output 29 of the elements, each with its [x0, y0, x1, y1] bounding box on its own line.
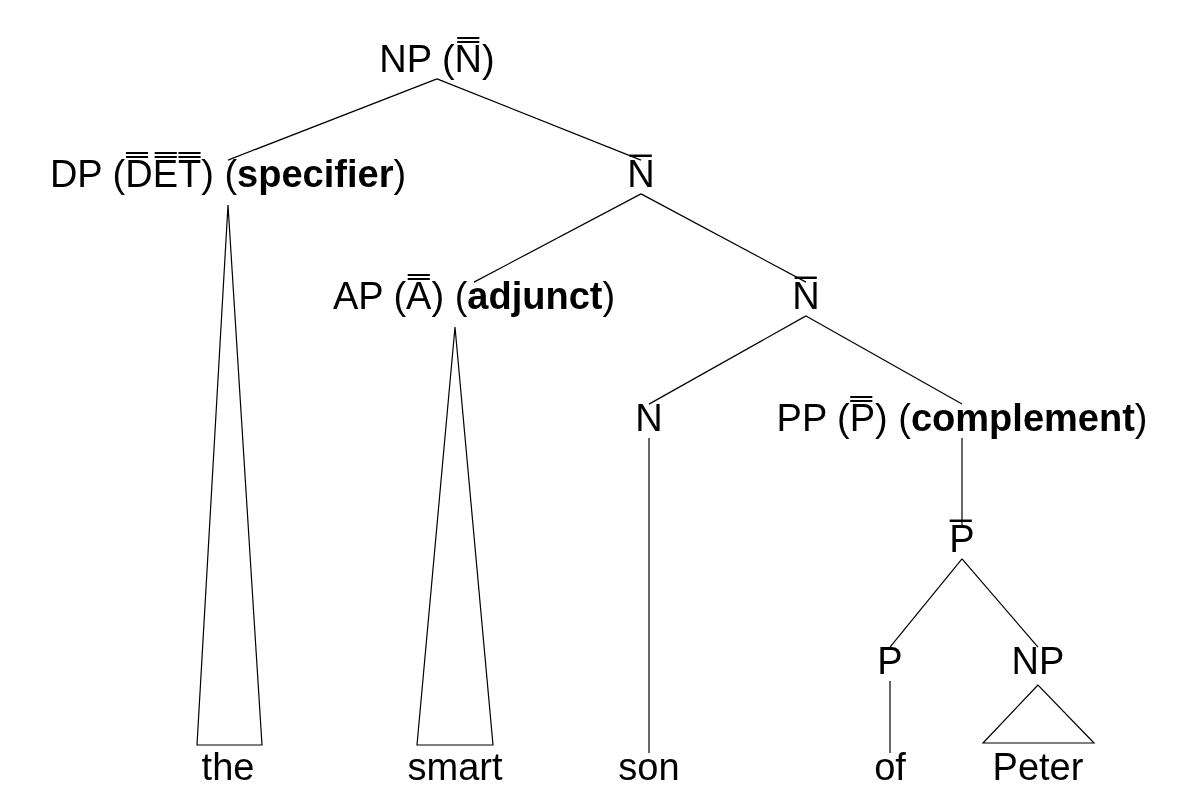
word: Peter: [992, 747, 1084, 787]
tree-label: P̅: [949, 519, 975, 561]
tree-label: N: [635, 398, 663, 440]
branch-line: [648, 437, 650, 754]
branch-line: [436, 78, 642, 161]
tree-label: DP (D̿E̿T̿) (specifier): [49, 154, 407, 196]
tree-label: AP (A̿) (adjunct): [332, 276, 616, 318]
tree-label: N̅: [792, 276, 820, 318]
branch-line: [961, 558, 1039, 648]
triangle-branch: [197, 205, 262, 745]
triangle-branch: [417, 327, 493, 745]
word: smart: [407, 747, 503, 787]
branch-line: [961, 437, 963, 526]
branch-line: [648, 315, 807, 405]
tree-label: N̅: [627, 154, 655, 196]
tree-label: P: [877, 641, 903, 683]
word: the: [201, 747, 255, 787]
tree-label: NP (N̿): [379, 39, 495, 81]
word: of: [874, 747, 906, 787]
branch-line: [473, 193, 642, 283]
word: son: [618, 747, 680, 787]
tree-label: PP (P̿) (complement): [776, 398, 1148, 440]
branch-line: [889, 558, 963, 648]
tree-label: NP: [1011, 641, 1065, 683]
branch-line: [227, 78, 438, 161]
branch-line: [640, 193, 807, 283]
branch-line: [805, 315, 963, 405]
branch-line: [889, 680, 891, 754]
triangle-branch: [983, 685, 1094, 743]
